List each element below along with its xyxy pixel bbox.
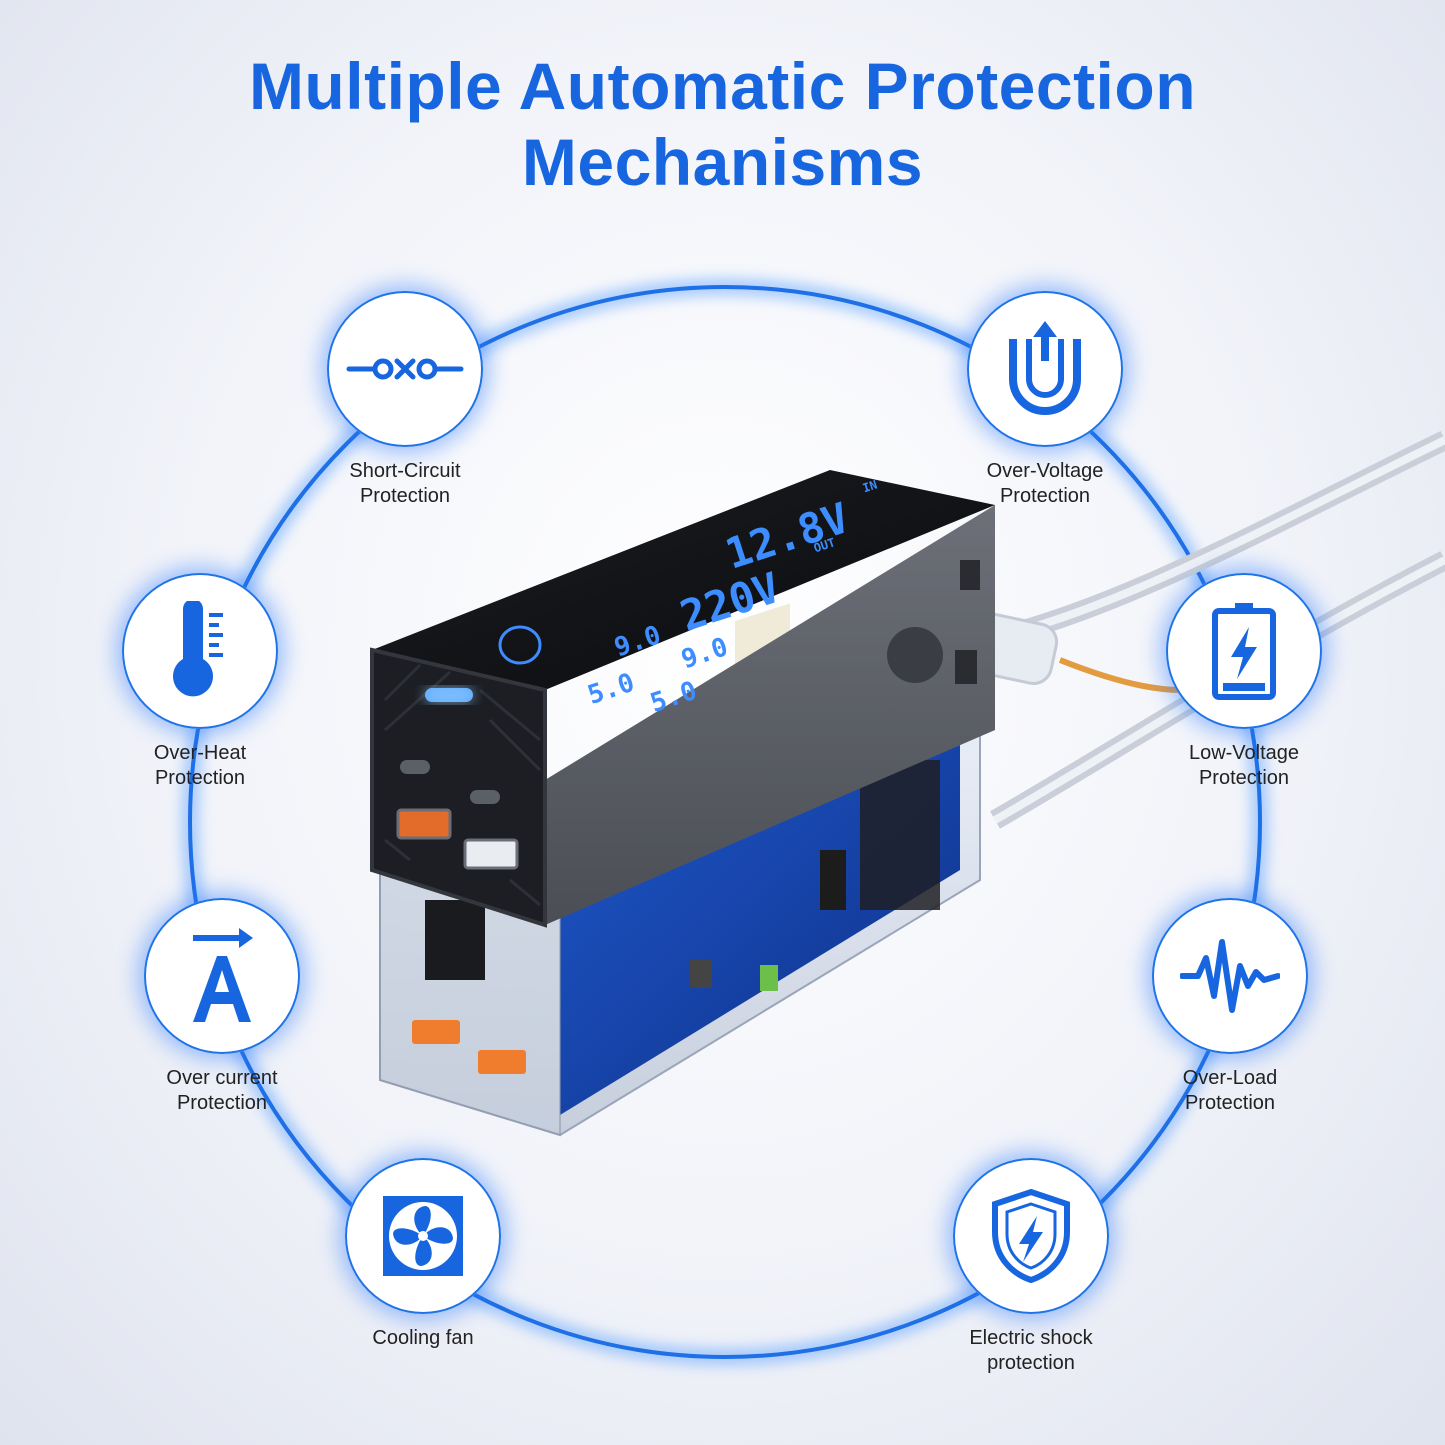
display-out-label: OUT xyxy=(812,535,837,555)
feature-label-line1: Over-Voltage xyxy=(986,460,1104,482)
power-button[interactable] xyxy=(498,625,542,665)
feature-short-circuit: Short-Circuit Protection xyxy=(285,291,525,509)
feature-label-line1: Over-Load xyxy=(1182,1067,1278,1089)
page-title: Multiple Automatic Protection Mechanisms xyxy=(0,48,1445,200)
feature-electric-shock: Electric shock protection xyxy=(911,1158,1151,1376)
feature-circle xyxy=(327,291,483,447)
battery-bolt-icon xyxy=(1212,603,1276,700)
ac-outlet[interactable] xyxy=(887,560,980,684)
feature-label-line1: Over-Heat xyxy=(153,742,247,764)
feature-label-line2: Protection xyxy=(154,767,246,789)
feature-low-voltage: Low-Voltage Protection xyxy=(1124,573,1364,791)
feature-label-line2: Protection xyxy=(1184,1092,1276,1114)
display-in-label: IN xyxy=(861,478,879,496)
feature-label-line1: Short-Circuit xyxy=(349,460,461,482)
feature-over-voltage: Over-Voltage Protection xyxy=(925,291,1165,509)
feature-circle xyxy=(122,573,278,729)
feature-circle xyxy=(345,1158,501,1314)
front-grille xyxy=(383,663,542,907)
feature-over-current: Over current Protection xyxy=(102,898,342,1116)
display-usb3: 5.0 xyxy=(584,668,638,711)
title-line-1: Multiple Automatic Protection xyxy=(248,49,1197,123)
feature-circle xyxy=(144,898,300,1054)
feature-label-line1: Cooling fan xyxy=(372,1327,474,1349)
feature-label-line2: Protection xyxy=(176,1092,268,1114)
ampere-icon xyxy=(193,928,253,1022)
feature-circle xyxy=(967,291,1123,447)
front-usb-ports[interactable] xyxy=(396,760,519,870)
display-usb2: 9.0 xyxy=(678,632,732,675)
feature-label-line1: Low-Voltage xyxy=(1188,742,1300,764)
feature-label-line2: Protection xyxy=(999,485,1091,507)
thermometer-icon xyxy=(173,601,223,697)
feature-over-load: Over-Load Protection xyxy=(1110,898,1350,1116)
short-circuit-icon xyxy=(346,358,464,380)
shield-bolt-icon xyxy=(992,1188,1070,1284)
feature-label-line1: Electric shock xyxy=(969,1327,1093,1349)
title-line-2: Mechanisms xyxy=(521,125,924,199)
feature-cooling-fan: Cooling fan xyxy=(303,1158,543,1351)
usb-a-ports-internal xyxy=(412,900,526,1074)
feature-circle xyxy=(953,1158,1109,1314)
feature-label-line2: Protection xyxy=(359,485,451,507)
fan-icon xyxy=(383,1196,463,1276)
feature-label-line1: Over current xyxy=(166,1067,278,1089)
feature-circle xyxy=(1166,573,1322,729)
u-arrow-up-icon xyxy=(1009,321,1081,415)
feature-label-line2: Protection xyxy=(1198,767,1290,789)
feature-label-line2: protection xyxy=(987,1352,1075,1374)
waveform-icon xyxy=(1180,939,1280,1013)
feature-circle xyxy=(1152,898,1308,1054)
feature-over-heat: Over-Heat Protection xyxy=(80,573,320,791)
